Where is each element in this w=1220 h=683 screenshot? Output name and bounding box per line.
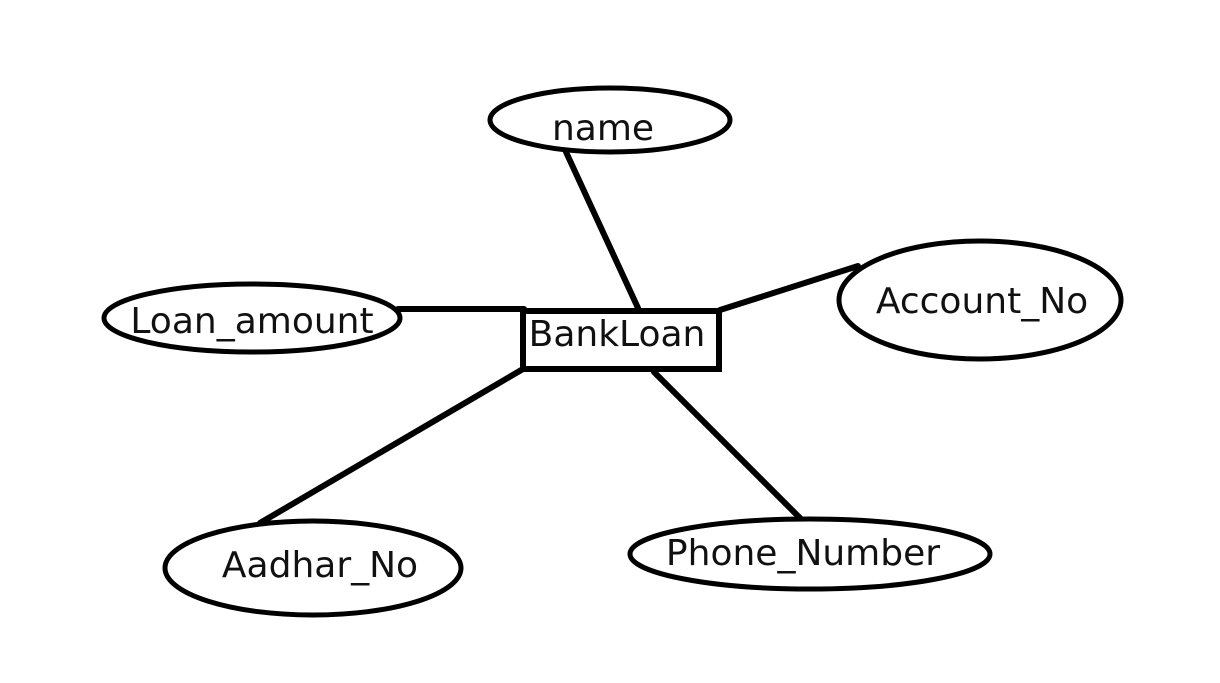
- attribute-loan-amount: Loan_amount: [101, 281, 403, 355]
- connector-account-no: [717, 263, 861, 313]
- attribute-name-label: name: [552, 108, 654, 149]
- connector-name: [563, 149, 641, 311]
- attribute-name: name: [487, 85, 733, 155]
- attribute-phone-number-label: Phone_Number: [666, 533, 940, 574]
- attribute-account-no-label: Account_No: [876, 281, 1088, 322]
- attribute-account-no-ellipse: [836, 238, 1124, 362]
- attribute-loan-amount-label: Loan_amount: [130, 301, 373, 342]
- connector-lines: [257, 149, 861, 526]
- attribute-aadhar-no: Aadhar_No: [162, 518, 464, 618]
- attribute-aadhar-no-ellipse: [162, 518, 464, 618]
- entity-bankloan-label: BankLoan: [529, 314, 706, 355]
- attribute-loan-amount-ellipse: [101, 281, 403, 355]
- attribute-name-ellipse: [487, 85, 733, 155]
- attribute-phone-number: Phone_Number: [627, 516, 993, 592]
- connector-phone-number: [651, 369, 805, 523]
- connector-aadhar-no: [257, 366, 526, 526]
- attribute-account-no: Account_No: [836, 238, 1124, 362]
- entity-bankloan-box: [520, 308, 722, 372]
- entity-bankloan: BankLoan: [520, 308, 722, 372]
- attribute-aadhar-no-label: Aadhar_No: [222, 545, 418, 586]
- attribute-phone-number-ellipse: [627, 516, 993, 592]
